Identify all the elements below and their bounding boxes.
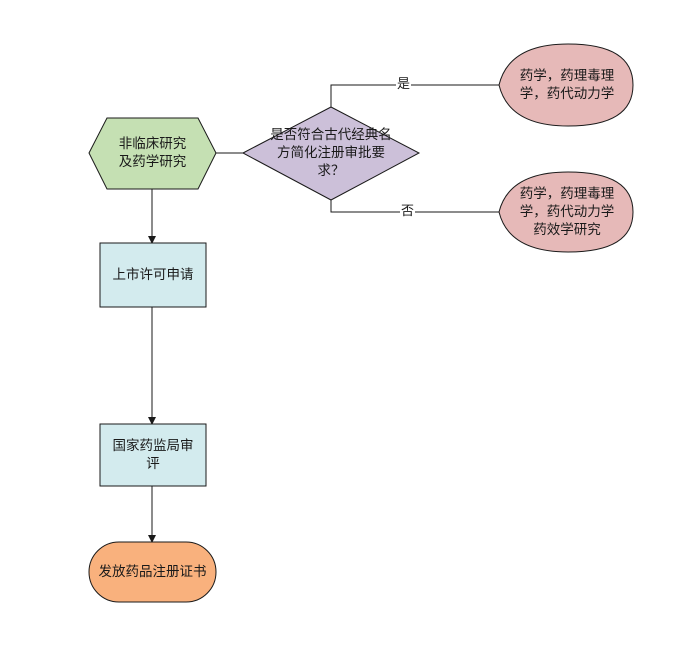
connector-decision-no: [330, 200, 499, 213]
decision-diamond: [241, 106, 421, 201]
no-edge-label: 否: [400, 204, 416, 219]
yes-edge-label: 是: [396, 77, 412, 92]
no-result-shape: [498, 171, 634, 253]
nonclinical-hexagon: [88, 117, 217, 190]
certificate-terminator: [88, 541, 217, 603]
application-box: [99, 242, 207, 308]
review-box: [99, 423, 207, 487]
connector-decision-yes: [330, 84, 499, 107]
yes-result-shape: [498, 43, 634, 127]
